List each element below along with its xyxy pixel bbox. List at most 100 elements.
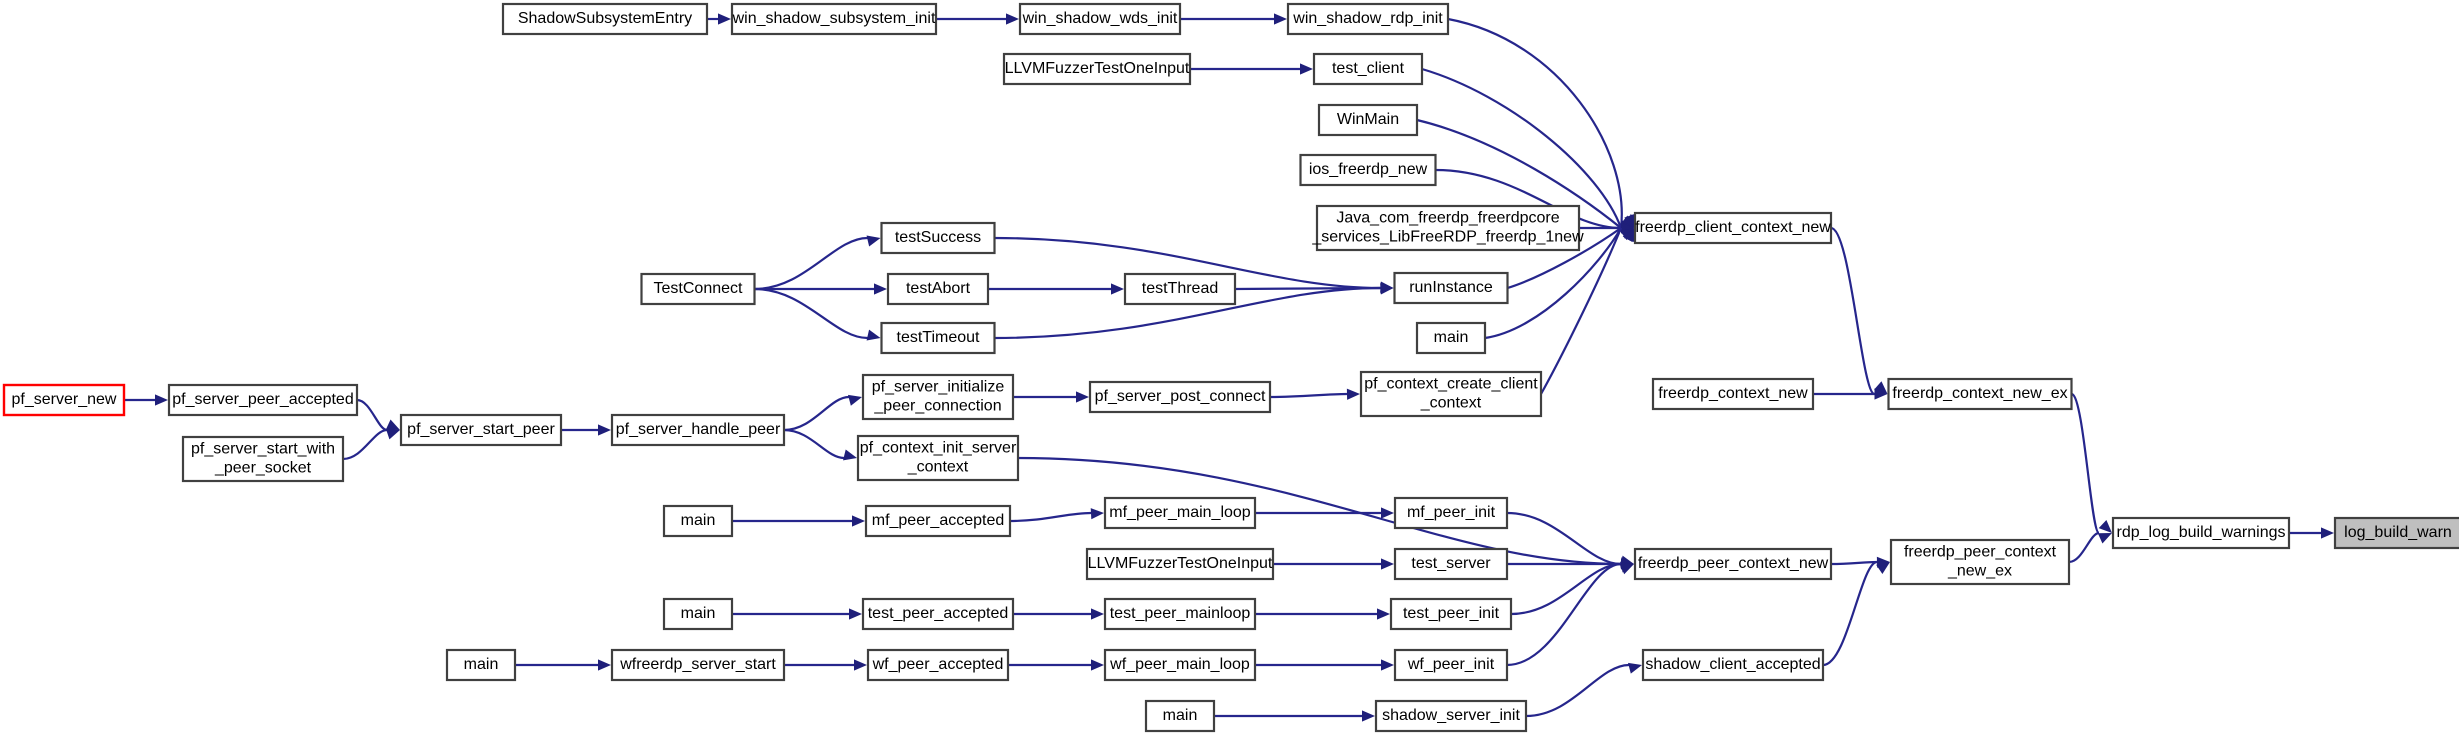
graph-node-freerdp_context_new[interactable]: freerdp_context_new [1651,377,1815,411]
graph-node-main_testpeer[interactable]: main [662,597,734,631]
graph-node-test_server[interactable]: test_server [1393,547,1509,581]
node-box[interactable] [610,413,786,447]
node-box[interactable] [1393,271,1509,305]
graph-node-testsuccess[interactable]: testSuccess [880,221,996,255]
graph-node-test_peer_accepted[interactable]: test_peer_accepted [861,597,1015,631]
node-box[interactable] [1887,377,2073,411]
node-box[interactable] [662,504,734,538]
node-box[interactable] [880,221,996,255]
node-box[interactable] [1144,699,1216,733]
graph-node-testthread[interactable]: testThread [1123,272,1237,306]
graph-node-llvmfuzzer_server[interactable]: LLVMFuzzerTestOneInput [1085,547,1275,581]
graph-node-pf_server_start_with_peer_socket[interactable]: pf_server_start_with_peer_socket [181,435,345,483]
node-box[interactable] [1299,153,1437,187]
graph-node-test_client[interactable]: test_client [1312,52,1424,86]
node-box[interactable] [2333,516,2459,550]
node-box[interactable] [730,2,938,36]
node-box[interactable] [1889,538,2071,586]
node-box[interactable] [1374,699,1528,733]
node-box[interactable] [1103,648,1257,682]
node-box[interactable] [1315,204,1581,252]
graph-node-main_runinstance[interactable]: main [1415,321,1487,355]
graph-node-main_shadow[interactable]: main [1144,699,1216,733]
node-box[interactable] [856,434,1020,482]
node-box[interactable] [1393,496,1509,530]
graph-node-wf_peer_accepted[interactable]: wf_peer_accepted [866,648,1010,682]
graph-node-pf_context_create_client_context[interactable]: pf_context_create_client_context [1359,370,1543,418]
graph-node-shadowsubsystementry[interactable]: ShadowSubsystemEntry [501,2,709,36]
graph-node-freerdp_context_new_ex[interactable]: freerdp_context_new_ex [1887,377,2073,411]
graph-node-win_shadow_subsystem_init[interactable]: win_shadow_subsystem_init [730,2,938,36]
node-box[interactable] [861,373,1015,421]
graph-node-log_build_warn[interactable]: log_build_warn [2333,516,2459,550]
graph-node-shadow_server_init[interactable]: shadow_server_init [1374,699,1528,733]
graph-node-winmain[interactable]: WinMain [1317,103,1419,137]
node-box[interactable] [399,413,563,447]
graph-node-wf_peer_main_loop[interactable]: wf_peer_main_loop [1103,648,1257,682]
node-box[interactable] [1415,321,1487,355]
node-box[interactable] [1393,547,1509,581]
node-box[interactable] [181,435,345,483]
graph-node-pf_server_peer_accepted[interactable]: pf_server_peer_accepted [167,383,359,417]
graph-node-shadow_client_accepted[interactable]: shadow_client_accepted [1641,648,1825,682]
graph-node-freerdp_client_context_new[interactable]: freerdp_client_context_new [1633,211,1833,245]
graph-node-testtimeout[interactable]: testTimeout [880,321,996,355]
node-box[interactable] [1018,2,1182,36]
graph-node-win_shadow_wds_init[interactable]: win_shadow_wds_init [1018,2,1182,36]
graph-node-wfreerdp_server_start[interactable]: wfreerdp_server_start [610,648,786,682]
graph-node-testabort[interactable]: testAbort [886,272,990,306]
graph-node-pf_server_handle_peer[interactable]: pf_server_handle_peer [610,413,786,447]
graph-node-ios_freerdp_new[interactable]: ios_freerdp_new [1299,153,1437,187]
node-box[interactable] [864,504,1012,538]
graph-node-freerdp_peer_context_new_ex[interactable]: freerdp_peer_context_new_ex [1889,538,2071,586]
graph-node-pf_server_post_connect[interactable]: pf_server_post_connect [1088,380,1272,414]
node-box[interactable] [2,383,126,417]
node-box[interactable] [1641,648,1825,682]
node-box[interactable] [866,648,1010,682]
graph-node-mf_peer_accepted[interactable]: mf_peer_accepted [864,504,1012,538]
graph-node-win_shadow_rdp_init[interactable]: win_shadow_rdp_init [1286,2,1450,36]
node-box[interactable] [1002,52,1192,86]
graph-node-mf_peer_init[interactable]: mf_peer_init [1393,496,1509,530]
node-box[interactable] [1633,211,1833,245]
node-box[interactable] [1317,103,1419,137]
graph-node-pf_server_initialize_peer_connection[interactable]: pf_server_initialize_peer_connection [861,373,1015,421]
node-box[interactable] [501,2,709,36]
graph-node-test_peer_init[interactable]: test_peer_init [1389,597,1513,631]
node-box[interactable] [1123,272,1237,306]
node-box[interactable] [1389,597,1513,631]
graph-node-llvmfuzzer_client[interactable]: LLVMFuzzerTestOneInput [1002,52,1192,86]
graph-node-main_mf[interactable]: main [662,504,734,538]
graph-node-java_jni_new[interactable]: Java_com_freerdp_freerdpcore_services_Li… [1311,204,1584,252]
node-box[interactable] [1651,377,1815,411]
graph-node-test_peer_mainloop[interactable]: test_peer_mainloop [1103,597,1257,631]
graph-node-mf_peer_main_loop[interactable]: mf_peer_main_loop [1103,496,1257,530]
node-box[interactable] [1085,547,1275,581]
node-box[interactable] [640,272,756,306]
node-box[interactable] [861,597,1015,631]
graph-node-main_wf[interactable]: main [445,648,517,682]
graph-node-pf_server_new[interactable]: pf_server_new [2,383,126,417]
graph-node-rdp_log_build_warnings[interactable]: rdp_log_build_warnings [2111,516,2291,550]
node-box[interactable] [662,597,734,631]
node-box[interactable] [886,272,990,306]
node-box[interactable] [1103,496,1257,530]
node-box[interactable] [1312,52,1424,86]
node-box[interactable] [1393,648,1509,682]
node-box[interactable] [1359,370,1543,418]
node-box[interactable] [880,321,996,355]
node-box[interactable] [2111,516,2291,550]
node-box[interactable] [1103,597,1257,631]
node-box[interactable] [1633,547,1833,581]
graph-node-runinstance[interactable]: runInstance [1393,271,1509,305]
graph-node-wf_peer_init[interactable]: wf_peer_init [1393,648,1509,682]
graph-node-pf_server_start_peer[interactable]: pf_server_start_peer [399,413,563,447]
node-box[interactable] [610,648,786,682]
graph-node-testconnect[interactable]: TestConnect [640,272,756,306]
node-box[interactable] [1088,380,1272,414]
node-box[interactable] [1286,2,1450,36]
node-box[interactable] [167,383,359,417]
graph-node-pf_context_init_server_context[interactable]: pf_context_init_server_context [856,434,1020,482]
node-box[interactable] [445,648,517,682]
graph-node-freerdp_peer_context_new[interactable]: freerdp_peer_context_new [1633,547,1833,581]
